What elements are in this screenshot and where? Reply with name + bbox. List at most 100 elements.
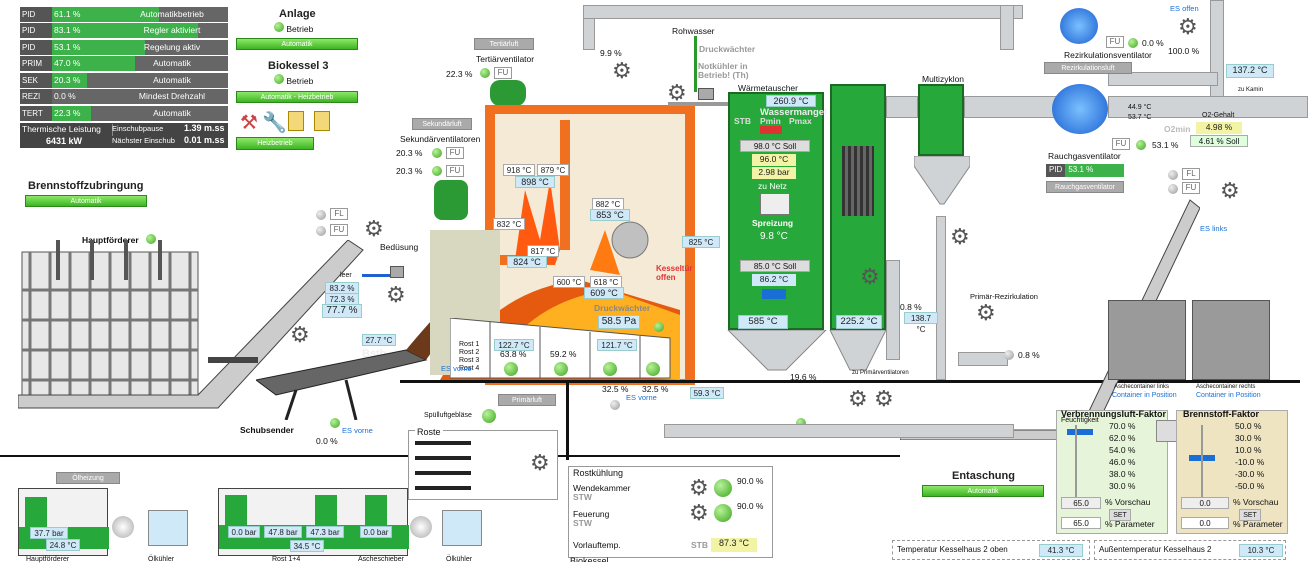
schubsender-label: Schubsender bbox=[240, 425, 294, 435]
doc-icon[interactable] bbox=[314, 111, 330, 131]
rost-temp-3: 121.7 °C bbox=[597, 339, 637, 351]
rauch-title: Rauchgasventilator bbox=[1048, 151, 1121, 161]
fu-indicator: FU bbox=[330, 224, 348, 236]
furnace-t2: 879 °C bbox=[537, 164, 569, 176]
floor-line bbox=[400, 380, 1300, 383]
tertiaer-button[interactable]: Tertiärluft bbox=[474, 38, 534, 50]
temp-aussen-label: Außentemperatur Kesselhaus 2 bbox=[1099, 545, 1212, 554]
rost14-b3: 47.3 bar bbox=[306, 526, 344, 538]
asche-lp: Container in Position bbox=[1112, 392, 1177, 399]
schubsender-pct: 0.0 % bbox=[316, 436, 338, 446]
bf-vorschau-label: % Vorschau bbox=[1233, 497, 1279, 507]
rohwasser-label: Rohwasser bbox=[672, 26, 715, 36]
gear-icon-4[interactable]: ⚙ bbox=[530, 450, 550, 475]
gear-icon-14[interactable]: ⚙ bbox=[1178, 14, 1198, 39]
vbl-set[interactable]: SET bbox=[1109, 509, 1131, 521]
pid-key: REZI bbox=[20, 89, 52, 104]
vbl-feucht: Feuchtigkeit bbox=[1061, 417, 1099, 424]
next-label: Nächster Einschub bbox=[112, 136, 175, 145]
rost-led-1[interactable] bbox=[504, 362, 518, 376]
gear-icon-15[interactable]: ⚙ bbox=[1220, 178, 1240, 203]
leer-label: leer bbox=[340, 272, 352, 279]
gear-icon-2[interactable]: ⚙ bbox=[386, 282, 406, 307]
gear-icon-11[interactable]: ⚙ bbox=[848, 386, 868, 411]
wende-label: Wendekammer bbox=[573, 483, 631, 493]
bf-set[interactable]: SET bbox=[1239, 509, 1261, 521]
biokessel-status-led bbox=[274, 74, 284, 84]
furnace-t6: 824 °C bbox=[507, 256, 547, 268]
rost14-b4: 0.0 bar bbox=[360, 526, 392, 538]
gear-icon-8[interactable]: ⚙ bbox=[667, 80, 687, 105]
primrez-title: Primär-Rezirkulation bbox=[970, 292, 1038, 301]
rost-led-2[interactable] bbox=[554, 362, 568, 376]
brennstoff-mode-button[interactable]: Automatik bbox=[25, 195, 147, 207]
refresh-icon[interactable] bbox=[760, 193, 790, 215]
rost14-temp: 34.5 °C bbox=[290, 540, 324, 552]
gear-icon[interactable]: ⚙ bbox=[364, 216, 384, 241]
oel-cooler bbox=[148, 510, 188, 546]
furnace-t825: 825 °C bbox=[682, 236, 720, 248]
bf-param-label: % Parameter bbox=[1233, 519, 1283, 529]
rezirkulation-fan-icon bbox=[1060, 8, 1098, 44]
kamin-pipe bbox=[1210, 0, 1224, 110]
hx-pct: 19.6 % bbox=[790, 372, 817, 382]
rost-led-4[interactable] bbox=[646, 362, 660, 376]
primaer-button[interactable]: Primärluft bbox=[498, 394, 556, 406]
vorl-stb: STB bbox=[691, 540, 708, 550]
rost14-l3: Ölkühler bbox=[446, 556, 473, 563]
vbl-slider-thumb[interactable] bbox=[1067, 429, 1093, 435]
pid-fill bbox=[52, 6, 160, 22]
valve-icon[interactable] bbox=[390, 266, 404, 278]
water-pct: 9.9 % bbox=[600, 48, 622, 58]
water-line bbox=[694, 36, 697, 92]
gear-icon-10[interactable]: ⚙ bbox=[874, 386, 894, 411]
biokessel-mode-button[interactable]: Automatik - Heizbetrieb bbox=[236, 91, 358, 103]
pid-value-bar: 83.1 %Regler aktiviert bbox=[52, 23, 228, 38]
vbl-vorschau[interactable]: 65.0 bbox=[1061, 497, 1101, 509]
sekundaer-button[interactable]: Sekundärluft bbox=[412, 118, 472, 130]
gear-icon-12[interactable]: ⚙ bbox=[950, 224, 970, 249]
notes-icon[interactable] bbox=[288, 111, 304, 131]
o2-value: 4.98 % bbox=[1196, 122, 1242, 134]
gear-icon-9[interactable]: ⚙ bbox=[860, 264, 880, 289]
gear-icon-7[interactable]: ⚙ bbox=[612, 58, 632, 83]
rost-temp-1: 122.7 °C bbox=[494, 339, 534, 351]
rez-button[interactable]: Rezirkulationsluft bbox=[1044, 62, 1132, 74]
bf-slider-track[interactable] bbox=[1201, 425, 1203, 497]
biokessel-status: Betrieb bbox=[286, 76, 314, 86]
hx-soll-2: 85.0 °C Soll bbox=[740, 260, 810, 272]
roste-title: Roste bbox=[415, 427, 443, 437]
entaschung-button[interactable]: Automatik bbox=[922, 485, 1044, 497]
spreizung-label: Spreizung bbox=[752, 218, 794, 228]
heizbetrieb-button[interactable]: Heizbetrieb bbox=[236, 137, 314, 150]
rez-fu: FU bbox=[1106, 36, 1124, 48]
rauch-button[interactable]: Rauchgasventilator bbox=[1046, 181, 1124, 193]
gear-icon-5[interactable]: ⚙ bbox=[689, 475, 709, 500]
gear-icon-6[interactable]: ⚙ bbox=[689, 500, 709, 525]
beduesung-label: Bedüsung bbox=[380, 242, 419, 252]
vbl-param[interactable]: 65.0 bbox=[1061, 517, 1101, 529]
bf-param[interactable]: 0.0 bbox=[1181, 517, 1229, 529]
water-valve[interactable] bbox=[698, 88, 714, 100]
furnace-leer-led bbox=[654, 322, 664, 332]
druckwaechter-label: Druckwächter bbox=[594, 303, 651, 313]
hx-pmin: Pmin bbox=[760, 116, 781, 126]
bf-vorschau[interactable]: 0.0 bbox=[1181, 497, 1229, 509]
oel-button[interactable]: Ölheizung bbox=[56, 472, 120, 484]
tertiaer-pct: 22.3 % bbox=[446, 69, 473, 79]
gear-icon-13[interactable]: ⚙ bbox=[976, 300, 996, 325]
bf-panel: Brennstoff-Faktor 50.0 %30.0 %10.0 %-10.… bbox=[1176, 409, 1288, 534]
waerme-title: Wärmetauscher bbox=[738, 83, 798, 93]
vbl-slider-track[interactable] bbox=[1075, 425, 1077, 497]
gear-icon-3[interactable]: ⚙ bbox=[290, 322, 310, 347]
pid-key: PID bbox=[20, 39, 52, 55]
entaschung-title: Entaschung bbox=[952, 470, 1015, 482]
wrench-icon[interactable]: 🔧 bbox=[262, 112, 287, 134]
pid-fill bbox=[52, 23, 199, 38]
tools-icon[interactable]: ⚒ bbox=[240, 112, 258, 134]
rost-led-3[interactable] bbox=[603, 362, 617, 376]
anlage-mode-button[interactable]: Automatik bbox=[236, 38, 358, 50]
spuel-led[interactable] bbox=[482, 409, 496, 423]
